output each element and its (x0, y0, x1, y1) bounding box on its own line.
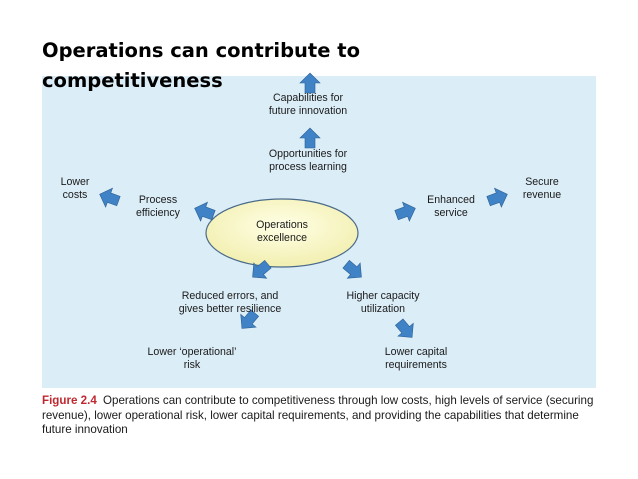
center-label-line2: excellence (256, 232, 308, 244)
figure-label: Figure 2.4 (42, 394, 97, 407)
arrow-to-process-efficiency (194, 201, 216, 222)
arrow-to-enhanced-service (394, 201, 416, 222)
figure-caption-text: Operations can contribute to competitive… (42, 394, 594, 436)
figure-caption: Figure 2.4 Operations can contribute to … (42, 394, 602, 438)
node-lower-capital-line2: requirements (385, 359, 447, 371)
node-higher-capacity-line1: Higher capacity (346, 290, 420, 302)
arrow-to-opportunities (299, 127, 321, 149)
node-capabilities: Capabilities for future innovation (248, 92, 368, 118)
node-higher-capacity: Higher capacity utilization (328, 290, 438, 316)
node-opportunities-line2: process learning (269, 161, 347, 173)
arrow-to-secure-revenue (486, 187, 508, 208)
node-enhanced-service-line2: service (434, 207, 468, 219)
node-lower-operational-risk-line2: risk (183, 359, 201, 371)
center-label: Operations excellence (252, 219, 312, 245)
node-process-efficiency: Process efficiency (126, 194, 190, 220)
arrow-to-lower-costs (99, 187, 121, 208)
node-lower-capital-line1: Lower capital (384, 346, 448, 358)
node-capabilities-line1: Capabilities for (272, 92, 344, 104)
node-process-efficiency-line2: efficiency (136, 207, 180, 219)
node-lower-operational-risk: Lower ‘operational’ risk (132, 346, 252, 372)
node-secure-revenue-line1: Secure (525, 176, 559, 188)
center-ellipse (205, 198, 359, 268)
arrow-to-capabilities (299, 72, 321, 94)
node-secure-revenue: Secure revenue (510, 176, 574, 202)
node-capabilities-line2: future innovation (268, 105, 348, 117)
node-opportunities-line1: Opportunities for (268, 148, 348, 160)
node-enhanced-service-line1: Enhanced (427, 194, 475, 206)
node-reduced-errors: Reduced errors, and gives better resilie… (160, 290, 300, 316)
node-process-efficiency-line1: Process (138, 194, 178, 206)
node-reduced-errors-line1: Reduced errors, and (181, 290, 279, 302)
node-reduced-errors-line2: gives better resilience (178, 303, 282, 315)
arrow-to-reduced-errors (252, 259, 272, 279)
node-lower-costs-line1: Lower (60, 176, 90, 188)
node-opportunities: Opportunities for process learning (248, 148, 368, 174)
node-lower-capital: Lower capital requirements (366, 346, 466, 372)
node-lower-costs: Lower costs (50, 176, 100, 202)
center-label-line1: Operations (256, 219, 308, 231)
arrow-to-lower-operational-risk (240, 309, 260, 329)
diagram-arrows (205, 198, 359, 268)
arrow-to-lower-capital (394, 318, 414, 338)
node-higher-capacity-line2: utilization (360, 303, 406, 315)
slide-title: Operations can contribute to competitive… (42, 39, 360, 92)
node-secure-revenue-line2: revenue (522, 189, 562, 201)
node-enhanced-service: Enhanced service (418, 194, 484, 220)
node-lower-operational-risk-line1: Lower ‘operational’ (147, 346, 237, 358)
arrow-to-higher-capacity (342, 259, 362, 279)
node-lower-costs-line2: costs (62, 189, 88, 201)
